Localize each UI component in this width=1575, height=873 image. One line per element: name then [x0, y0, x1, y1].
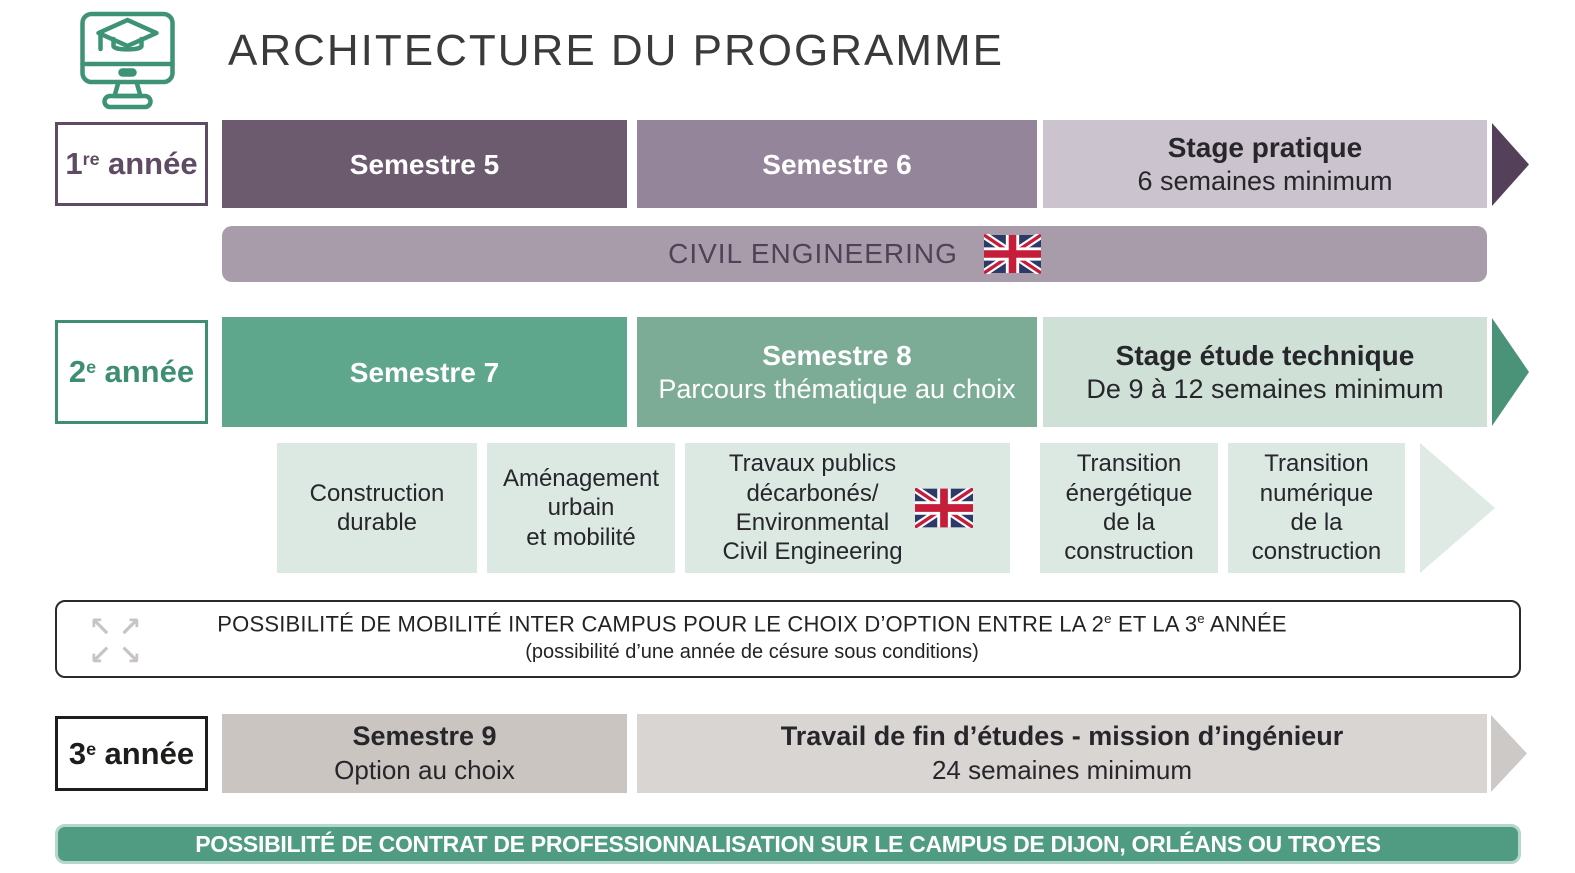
box-semestre-6: Semestre 6 [637, 120, 1037, 208]
monitor-graduation-icon [80, 11, 175, 110]
arrow-right-icon [1492, 318, 1529, 426]
box-travail-fin-etudes: Travail de fin d’études - mission d’ingé… [637, 714, 1487, 793]
box-subtitle: Parcours thématique au choix [658, 373, 1016, 404]
arrow-up-right-glyph: ↗ [118, 611, 142, 643]
professionalisation-banner: POSSIBILITÉ DE CONTRAT DE PROFESSIONNALI… [55, 824, 1521, 864]
box-title: Travail de fin d’études - mission d’ingé… [780, 721, 1344, 752]
arrow-right-icon [1492, 123, 1529, 206]
year-word: année [108, 146, 198, 181]
arrow-down-left-glyph: ↙ [88, 639, 112, 671]
year-word: année [104, 354, 195, 389]
option-label: Travaux publics décarbonés/ Environmenta… [722, 450, 903, 566]
mobility-text-part: ET LA 3 [1111, 611, 1198, 637]
civil-engineering-label: CIVIL ENGINEERING [668, 238, 958, 269]
option-label: Transition énergétique de la constructio… [1064, 450, 1194, 566]
expand-arrows-icon: ↖ ↗ ↙ ↘ [85, 611, 145, 671]
box-title: Semestre 6 [762, 148, 912, 180]
mobility-line-2: (possibilité d’une année de césure sous … [525, 641, 979, 664]
option-label: Aménagement urbain et mobilité [502, 465, 660, 551]
box-title: Semestre 5 [349, 148, 500, 180]
box-title: Semestre 8 [762, 339, 912, 371]
year-number: 1 [65, 146, 83, 181]
box-title: Semestre 9 [352, 721, 497, 752]
option-label: Transition numérique de la construction [1251, 450, 1382, 566]
page-title: ARCHITECTURE DU PROGRAMME [228, 26, 1005, 75]
box-semestre-7: Semestre 7 [222, 317, 627, 427]
box-subtitle: 24 semaines minimum [931, 755, 1193, 786]
mobility-line-1: POSSIBILITÉ DE MOBILITÉ INTER CAMPUS POU… [77, 611, 1427, 637]
box-title: Stage étude technique [1115, 339, 1415, 371]
civil-engineering-bar: CIVIL ENGINEERING [222, 226, 1487, 282]
mobility-text: POSSIBILITÉ DE MOBILITÉ INTER CAMPUS POU… [77, 611, 1427, 664]
ordinal-suffix: e [1197, 611, 1205, 626]
box-subtitle: Option au choix [334, 755, 515, 786]
box-title: Semestre 7 [349, 356, 500, 388]
arrow-right-icon [1491, 715, 1527, 792]
option-transition-energetique: Transition énergétique de la constructio… [1040, 443, 1218, 573]
arrow-up-left-glyph: ↖ [88, 611, 112, 643]
box-semestre-5: Semestre 5 [222, 120, 627, 208]
ordinal-suffix: e [1104, 611, 1112, 626]
uk-flag-icon [983, 234, 1041, 274]
mobility-text-part: ANNÉE [1204, 611, 1287, 637]
box-title: Stage pratique [1167, 131, 1363, 163]
box-stage-etude-technique: Stage étude technique De 9 à 12 semaines… [1043, 317, 1487, 427]
box-subtitle: 6 semaines minimum [1137, 165, 1393, 196]
option-transition-numerique: Transition numérique de la construction [1228, 443, 1405, 573]
option-amenagement-urbain: Aménagement urbain et mobilité [487, 443, 675, 573]
option-construction-durable: Construction durable [277, 443, 477, 573]
year-word: année [104, 735, 195, 771]
box-subtitle: De 9 à 12 semaines minimum [1086, 373, 1444, 404]
option-travaux-publics: Travaux publics décarbonés/ Environmenta… [685, 443, 1010, 573]
mobility-note-box: ↖ ↗ ↙ ↘ POSSIBILITÉ DE MOBILITÉ INTER CA… [55, 600, 1521, 678]
option-label: Construction durable [309, 479, 445, 536]
box-semestre-9: Semestre 9 Option au choix [222, 714, 627, 793]
box-stage-pratique: Stage pratique 6 semaines minimum [1043, 120, 1487, 208]
arrow-right-icon [1420, 443, 1495, 573]
year-number: 2 [68, 354, 87, 389]
uk-flag-icon [914, 488, 973, 528]
arrow-down-right-glyph: ↘ [118, 639, 142, 671]
mobility-text-part: POSSIBILITÉ DE MOBILITÉ INTER CAMPUS POU… [217, 611, 1105, 637]
professionalisation-label: POSSIBILITÉ DE CONTRAT DE PROFESSIONNALI… [195, 830, 1381, 857]
year-number: 3 [68, 735, 87, 771]
box-semestre-8: Semestre 8 Parcours thématique au choix [637, 317, 1037, 427]
